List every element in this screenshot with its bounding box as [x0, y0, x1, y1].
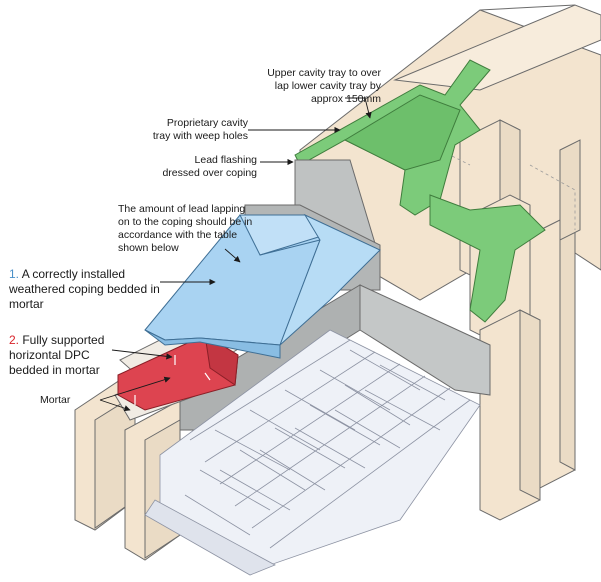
brick-piers — [459, 119, 581, 521]
leader-lines — [99, 97, 372, 412]
dpc-ticks — [134, 355, 211, 405]
blue-coping — [144, 213, 381, 359]
coping-text: A correctly installed weathered coping b… — [9, 267, 160, 311]
label-coping: 1. A correctly installed weathered copin… — [9, 267, 184, 312]
lower-cavity-tray — [429, 194, 546, 323]
dpc-text: Fully supported horizontal DPC bedded in… — [9, 333, 105, 377]
dpc-number: 2. — [9, 333, 20, 347]
roof-tiles — [144, 329, 481, 576]
coping-number: 1. — [9, 267, 20, 281]
label-upper-cavity-tray: Upper cavity tray to over lap lower cavi… — [267, 67, 381, 105]
hidden-lines — [419, 139, 576, 230]
label-proprietary-cavity-tray: Proprietary cavity tray with weep holes — [152, 117, 248, 142]
label-lead-flashing: Lead flashing dressed over coping — [162, 154, 257, 179]
label-dpc: 2. Fully supported horizontal DPC bedded… — [9, 333, 139, 378]
label-mortar: Mortar — [40, 394, 71, 406]
label-lead-lapping: The amount of lead lapping on to the cop… — [118, 203, 253, 254]
upper-cavity-tray — [294, 59, 491, 216]
